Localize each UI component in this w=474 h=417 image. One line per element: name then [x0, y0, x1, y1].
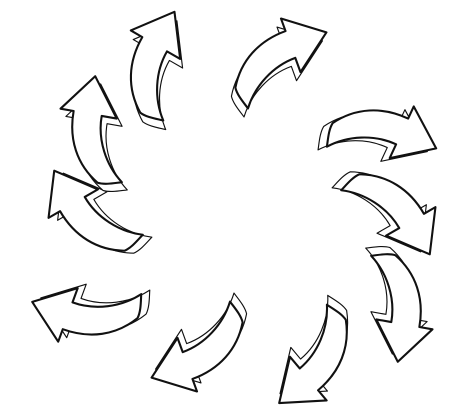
arrow-main-outline — [49, 71, 139, 187]
arrow-main-outline — [23, 260, 146, 365]
arrow-main-outline — [250, 302, 377, 417]
curved-arrow-icon — [212, 6, 344, 119]
curved-arrow-icon — [23, 254, 155, 367]
curved-arrow-icon — [246, 292, 383, 417]
curved-arrow-icon — [134, 291, 266, 404]
curved-arrow-icon — [347, 243, 445, 366]
arrow-main-outline — [322, 78, 448, 189]
arrow-main-outline — [354, 251, 444, 367]
arrow-main-outline — [97, 0, 213, 125]
